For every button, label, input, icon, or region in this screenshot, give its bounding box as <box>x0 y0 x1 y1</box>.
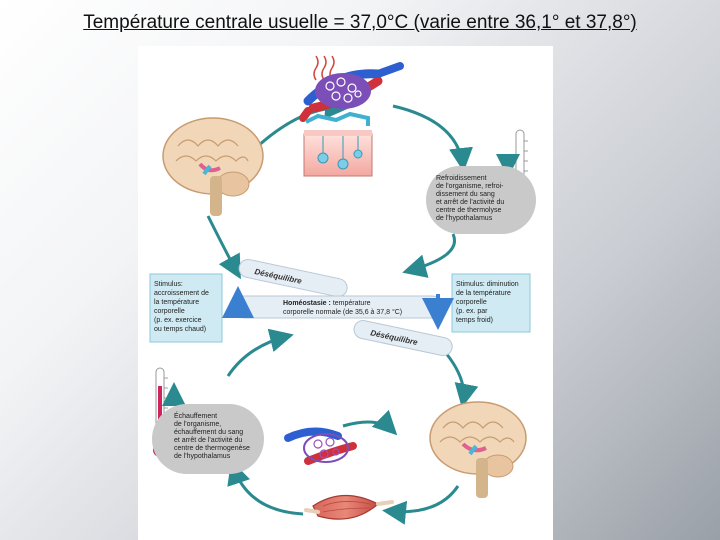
cooling-line-3: et arrêt de l'activité du <box>436 199 504 206</box>
stimulus-left-line-1: accroissement de <box>154 290 209 297</box>
stimulus-left-line-0: Stimulus: <box>154 281 183 288</box>
arrow-vessels-to-cooling <box>393 106 463 166</box>
warming-line-4: centre de thermogenèse <box>174 445 250 452</box>
arrow-to-homeostasis-upper <box>228 336 288 376</box>
stimulus-left-line-4: (p. ex. exercice <box>154 317 202 324</box>
stimulus-right-line-1: de la température <box>456 290 511 297</box>
constricted-vessels-icon <box>288 431 353 462</box>
warming-line-3: et arrêt de l'activité du <box>174 437 242 444</box>
homeostasis-line-2: corporelle normale (de 35,6 à 37,8 °C) <box>283 308 402 316</box>
brain-lower-icon <box>430 402 526 498</box>
stimulus-left-line-2: la température <box>154 299 199 306</box>
stimulus-left-line-5: ou temps chaud) <box>154 326 206 333</box>
diagram-canvas: Refroidissement de l'organisme, refroi- … <box>138 46 553 540</box>
arrow-to-lower-vessels <box>343 422 393 431</box>
thermoregulation-diagram: Refroidissement de l'organisme, refroi- … <box>138 46 553 540</box>
skin-sweat-glands-icon <box>304 114 372 176</box>
cooling-line-5: de l'hypothalamus <box>436 215 493 222</box>
arrow-cooling-to-homeostasis <box>408 234 455 271</box>
stimulus-left-line-3: corporelle <box>154 308 185 315</box>
brain-upper-icon <box>163 118 263 216</box>
warming-line-0: Échauffement <box>174 411 217 420</box>
warming-line-2: échauffement du sang <box>174 429 243 436</box>
stimulus-right-line-3: (p. ex. par <box>456 308 488 315</box>
homeostasis-bold: Homéostasie : <box>283 300 331 307</box>
disequilibrium-bottom-bar: Déséquilibre <box>352 319 454 357</box>
stimulus-right-line-4: temps froid) <box>456 317 493 324</box>
warming-line-1: de l'organisme, <box>174 421 221 428</box>
homeostasis-line1: température <box>333 300 371 307</box>
stimulus-right-line-2: corporelle <box>456 299 487 306</box>
cooling-line-2: dissement du sang <box>436 191 495 198</box>
arrow-brain-down <box>208 216 238 274</box>
cooling-line-0: Refroidissement <box>436 175 487 182</box>
stimulus-right-line-0: Stimulus: diminution <box>456 281 519 288</box>
homeostasis-line-1: Homéostasie : température <box>283 300 371 307</box>
cooling-line-1: de l'organisme, refroi- <box>436 183 504 190</box>
muscle-icon <box>306 495 392 519</box>
dilated-vessels-icon <box>303 66 400 118</box>
slide-title: Température centrale usuelle = 37,0°C (v… <box>0 12 720 34</box>
warming-line-5: de l'hypothalamus <box>174 453 231 460</box>
arrow-muscle-to-warming <box>233 466 303 514</box>
cooling-line-4: centre de thermolyse <box>436 207 501 214</box>
disequilibrium-top-bar: Déséquilibre <box>237 258 348 298</box>
arrow-brain-to-muscle <box>388 486 458 512</box>
